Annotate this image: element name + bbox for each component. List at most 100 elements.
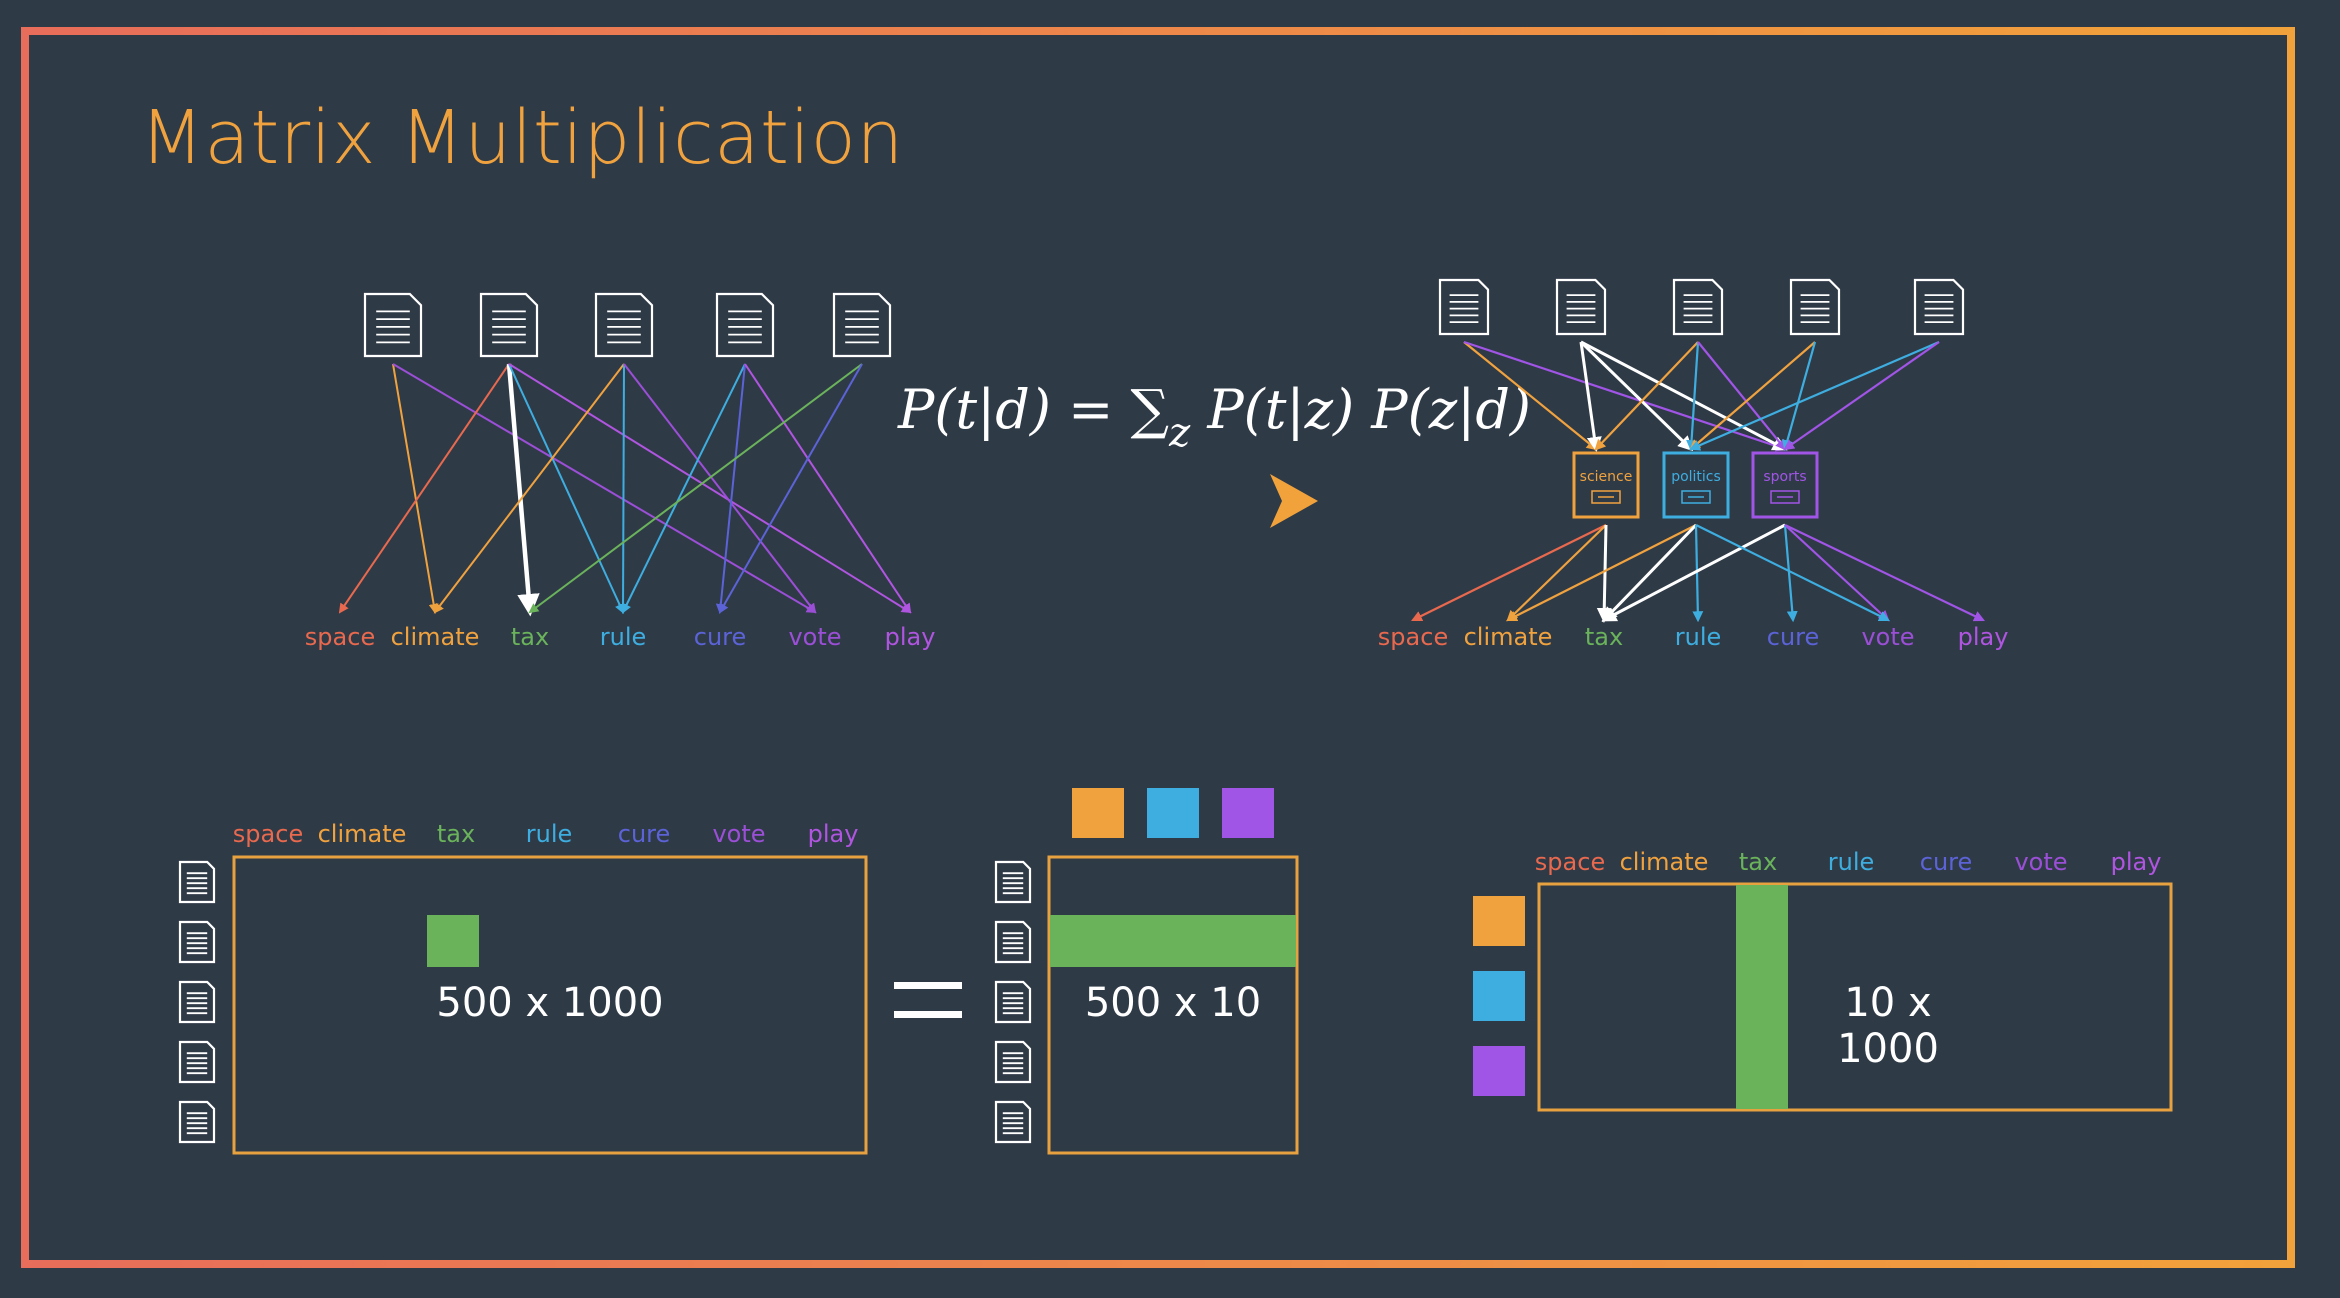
doc-topic-edge bbox=[1688, 340, 1940, 451]
left-word-climate: climate bbox=[390, 623, 480, 651]
topic-word-edge bbox=[1784, 524, 1985, 622]
topic-square-3 bbox=[1222, 788, 1274, 838]
right-matrix-header-word-rule: rule bbox=[1827, 848, 1875, 876]
left-document-icon-5 bbox=[832, 292, 892, 358]
left-matrix-header-word-vote: vote bbox=[712, 820, 766, 848]
right-document-icon-4 bbox=[1789, 278, 1841, 336]
left-edge bbox=[528, 363, 863, 614]
middle-row-document-icon-4 bbox=[994, 1040, 1032, 1084]
right-document-icon-2 bbox=[1555, 278, 1607, 336]
right-document-icon-5 bbox=[1913, 278, 1965, 336]
middle-row-document-icon-3 bbox=[994, 980, 1032, 1024]
left-edge bbox=[392, 363, 439, 614]
right-topic-square-3 bbox=[1473, 1046, 1525, 1096]
topic-word-edge bbox=[1411, 524, 1607, 622]
left-edge bbox=[338, 363, 510, 614]
doc-topic-edge bbox=[1697, 341, 1787, 451]
formula-lhs: P(t|d) = bbox=[898, 378, 1131, 441]
right-matrix-header-word-tax: tax bbox=[1738, 848, 1778, 876]
right-document-icon-1 bbox=[1438, 278, 1490, 336]
left-matrix-header-word-play: play bbox=[807, 820, 859, 848]
topic-boxes: science politics sports bbox=[1572, 451, 1819, 519]
left-document-icon-1 bbox=[363, 292, 423, 358]
right-topic-square-2 bbox=[1473, 971, 1525, 1021]
topic-sports: sports bbox=[1751, 451, 1819, 519]
right-topic-square-1 bbox=[1473, 896, 1525, 946]
formula-rhs: P(t|z) P(z|d) bbox=[1190, 378, 1531, 441]
right-word-rule: rule bbox=[1674, 623, 1722, 651]
doc-topic-edge bbox=[1782, 341, 1817, 452]
middle-matrix-row-highlight bbox=[1050, 915, 1296, 967]
topic-word-edge bbox=[1695, 524, 1890, 622]
topic-word-edge bbox=[1506, 524, 1697, 621]
slide-title: Matrix Multiplication bbox=[140, 95, 904, 181]
right-word-vote: vote bbox=[1861, 623, 1915, 651]
topic-word-edge bbox=[1506, 524, 1607, 622]
left-matrix-header-word-tax: tax bbox=[436, 820, 476, 848]
right-matrix-header-word-cure: cure bbox=[1919, 848, 1973, 876]
left-matrix-header-word-cure: cure bbox=[617, 820, 671, 848]
left-word-play: play bbox=[884, 623, 936, 651]
topic-label: sports bbox=[1763, 469, 1806, 485]
right-matrix-header-word-climate: climate bbox=[1619, 848, 1709, 876]
topic-word-edge bbox=[1784, 524, 1890, 622]
left-row-document-icon-5 bbox=[178, 1100, 216, 1144]
middle-row-document-icon-2 bbox=[994, 920, 1032, 964]
right-word-cure: cure bbox=[1766, 623, 1820, 651]
left-row-document-icon-3 bbox=[178, 980, 216, 1024]
left-document-icon-4 bbox=[715, 292, 775, 358]
topic-word-edge bbox=[1596, 524, 1612, 623]
doc-topic-edge bbox=[1580, 340, 1788, 451]
left-edge bbox=[623, 363, 817, 614]
right-matrix bbox=[1537, 882, 2173, 1112]
left-edge bbox=[618, 363, 629, 614]
left-row-document-icon-4 bbox=[178, 1040, 216, 1084]
left-graph-edges bbox=[338, 363, 912, 617]
left-document-icon-2 bbox=[479, 292, 539, 358]
middle-row-document-icon-1 bbox=[994, 860, 1032, 904]
right-word-tax: tax bbox=[1584, 623, 1624, 651]
left-document-icon-3 bbox=[594, 292, 654, 358]
right-matrix-label: 10 x 1000 bbox=[1837, 980, 1939, 1072]
right-document-icon-3 bbox=[1672, 278, 1724, 336]
topic-politics: politics bbox=[1662, 451, 1730, 519]
left-edge bbox=[744, 363, 912, 614]
topic-word-edge bbox=[1601, 523, 1786, 622]
right-word-climate: climate bbox=[1463, 623, 1553, 651]
doc-topic-edge bbox=[1579, 340, 1694, 452]
topic-science: science bbox=[1572, 451, 1640, 519]
left-matrix-label: 500 x 1000 bbox=[436, 980, 664, 1026]
left-word-rule: rule bbox=[599, 623, 647, 651]
formula-sum-subscript: z bbox=[1169, 410, 1191, 456]
left-matrix-cell-highlight bbox=[427, 915, 479, 967]
doc-topic-edge bbox=[1689, 341, 1816, 451]
formula-sum: ∑ bbox=[1130, 378, 1170, 441]
left-matrix-header-word-rule: rule bbox=[525, 820, 573, 848]
topic-label: politics bbox=[1671, 469, 1721, 485]
equals-icon bbox=[894, 982, 962, 1018]
left-edge bbox=[392, 363, 817, 614]
right-word-space: space bbox=[1377, 623, 1449, 651]
doc-topic-edge bbox=[1686, 341, 1700, 452]
topic-square-2 bbox=[1147, 788, 1199, 838]
doc-topic-edge bbox=[1579, 341, 1602, 452]
document-icons bbox=[363, 278, 1965, 358]
right-word-play: play bbox=[1957, 623, 2009, 651]
left-matrix bbox=[232, 855, 868, 1155]
topic-word-edge bbox=[1601, 523, 1698, 623]
left-row-document-icon-1 bbox=[178, 860, 216, 904]
doc-topic-edge bbox=[1463, 341, 1598, 451]
left-edge bbox=[622, 363, 746, 614]
doc-topic-edge bbox=[1783, 341, 1940, 451]
topic-word-edge bbox=[1783, 524, 1798, 623]
middle-row-document-icon-5 bbox=[994, 1100, 1032, 1144]
left-word-cure: cure bbox=[693, 623, 747, 651]
left-edge bbox=[508, 363, 912, 614]
middle-matrix bbox=[1047, 855, 1299, 1155]
middle-matrix-label: 500 x 10 bbox=[1084, 980, 1262, 1026]
right-graph-edges bbox=[1411, 340, 1985, 623]
left-edge bbox=[715, 363, 746, 614]
right-matrix-column-highlight bbox=[1736, 885, 1788, 1109]
